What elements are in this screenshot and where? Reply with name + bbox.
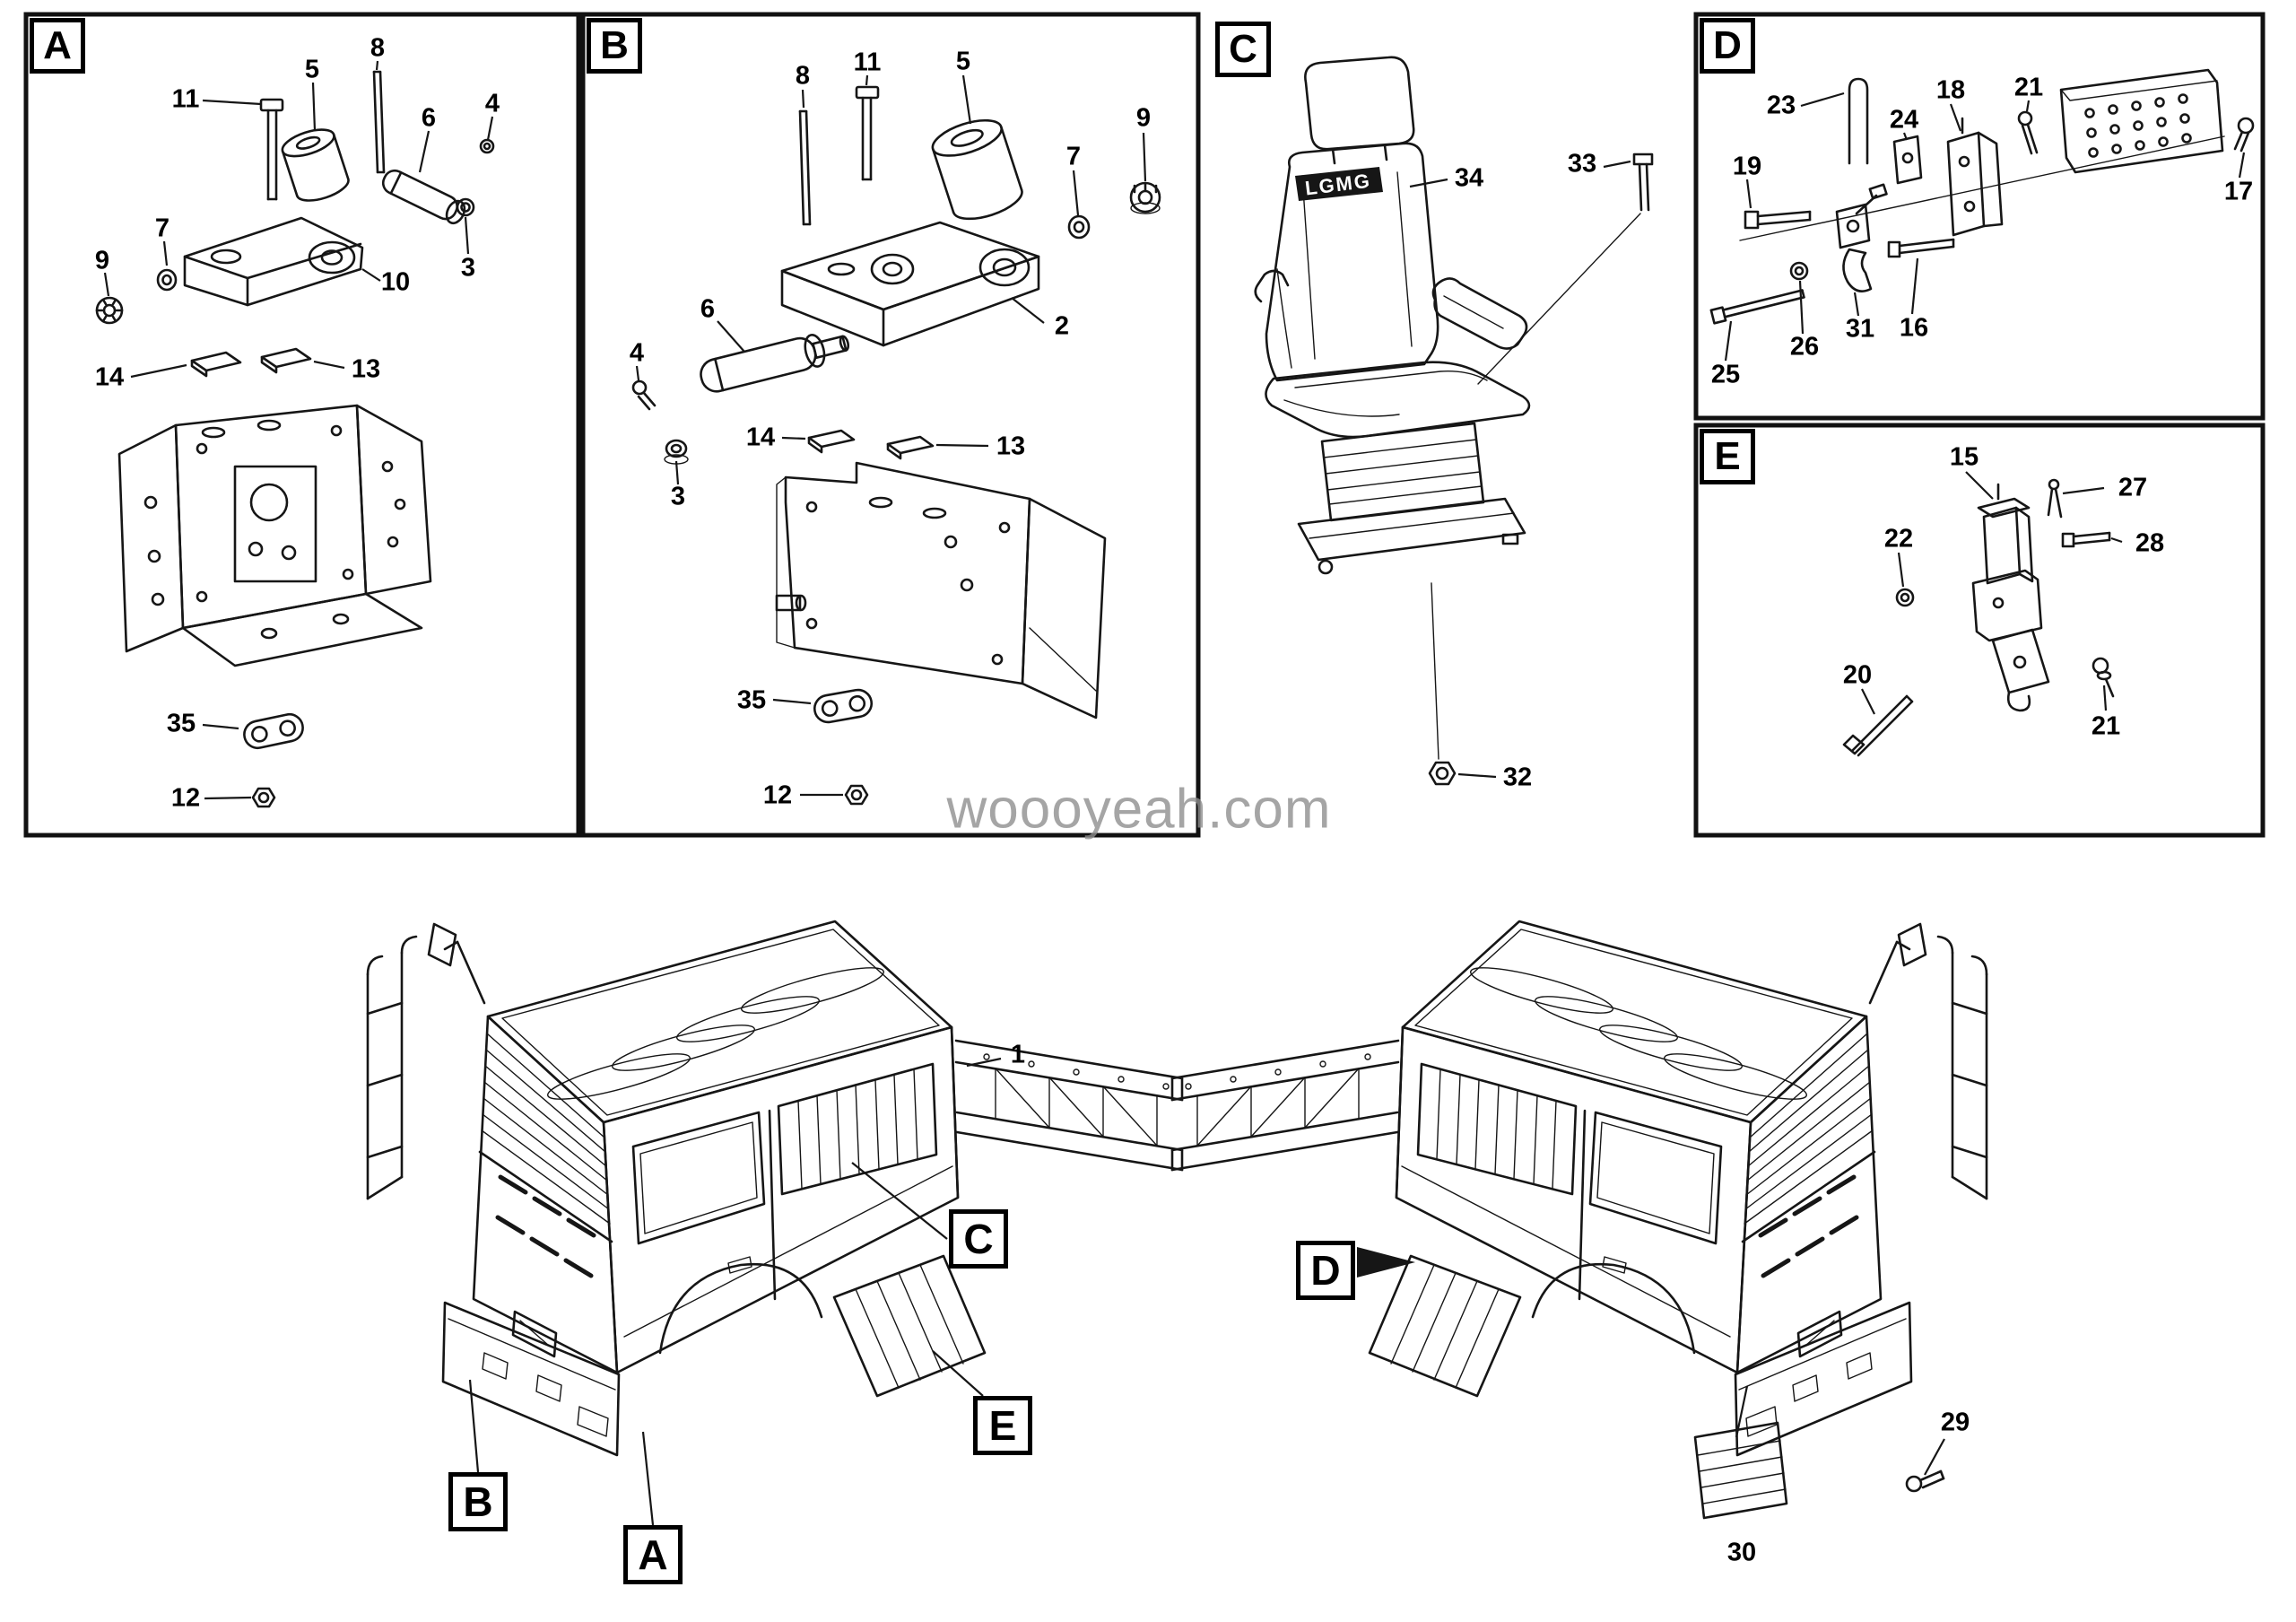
callout-d-17: 17	[2223, 177, 2254, 206]
panel-label-box-a: A	[30, 18, 85, 74]
ref-box-d: D	[1296, 1241, 1355, 1300]
ref-d-arrow	[1357, 1247, 1415, 1278]
leaders-a	[103, 60, 494, 800]
ref-box-a: A	[623, 1525, 683, 1584]
callout-b-3: 3	[670, 482, 686, 511]
panel-label-box-d: D	[1700, 18, 1755, 74]
overview-leaders	[468, 1057, 1945, 1526]
exploded-view-a	[95, 70, 495, 808]
exploded-view-e	[1842, 478, 2115, 757]
leaders-d	[1724, 92, 2246, 362]
callout-d-23: 23	[1766, 91, 1796, 120]
callout-bolt-29: 29	[1940, 1408, 1970, 1437]
callout-a-12: 12	[170, 783, 201, 813]
grille-and-bolt-parts	[1693, 1421, 1945, 1520]
callout-d-19: 19	[1732, 152, 1762, 181]
callout-b-14: 14	[745, 423, 776, 452]
ref-box-c: C	[949, 1209, 1008, 1269]
callout-e-27: 27	[2118, 473, 2148, 502]
seat-brand-text: LGMG	[1304, 170, 1372, 200]
callout-a-35: 35	[166, 709, 196, 738]
callout-a-5: 5	[304, 55, 320, 84]
callout-b-13: 13	[996, 432, 1026, 461]
callout-b-8: 8	[795, 61, 811, 91]
ref-box-b: B	[448, 1472, 508, 1531]
callout-a-10: 10	[380, 267, 411, 297]
callout-c-32: 32	[1502, 763, 1533, 792]
callout-a-7: 7	[154, 214, 170, 243]
callout-cab-1: 1	[1010, 1040, 1026, 1069]
callout-e-20: 20	[1842, 660, 1873, 690]
callout-b-12: 12	[762, 780, 793, 810]
callout-a-13: 13	[351, 354, 381, 384]
callout-b-6: 6	[700, 294, 716, 324]
callout-b-9: 9	[1135, 103, 1152, 133]
leaders-b	[635, 74, 1147, 797]
callout-d-16: 16	[1899, 313, 1929, 343]
callout-e-28: 28	[2135, 528, 2165, 558]
panel-label-box-c: C	[1215, 22, 1271, 77]
exploded-view-d	[1709, 68, 2255, 325]
leaders-e	[1861, 471, 2123, 715]
panel-label-box-b: B	[587, 18, 642, 74]
callout-c-34: 34	[1454, 163, 1484, 193]
callout-b-11: 11	[853, 48, 882, 77]
exploded-view-b	[631, 85, 1161, 806]
callout-d-21: 21	[2013, 73, 2044, 102]
callout-d-25: 25	[1710, 360, 1741, 389]
callout-e-15: 15	[1949, 442, 1979, 472]
callout-a-14: 14	[94, 362, 125, 392]
panel-borders	[23, 12, 2266, 838]
callout-a-3: 3	[460, 253, 476, 283]
callout-b-2: 2	[1054, 311, 1070, 341]
callout-a-11: 11	[171, 84, 200, 114]
callout-a-9: 9	[94, 246, 110, 275]
callout-d-24: 24	[1889, 105, 1919, 135]
callout-a-4: 4	[484, 89, 500, 118]
callout-a-8: 8	[370, 33, 386, 63]
operator-seat-drawing	[1254, 56, 1654, 786]
callout-grille-30: 30	[1726, 1538, 1757, 1567]
panel-label-box-e: E	[1700, 429, 1755, 484]
callout-d-18: 18	[1935, 75, 1966, 105]
callout-b-4: 4	[629, 338, 645, 368]
callout-d-26: 26	[1789, 332, 1820, 362]
callout-b-35: 35	[736, 685, 767, 715]
callout-d-31: 31	[1845, 314, 1875, 344]
callout-b-5: 5	[955, 47, 971, 76]
callout-e-21: 21	[2091, 711, 2121, 741]
callout-e-22: 22	[1883, 524, 1914, 554]
truck-cab-drawing	[366, 920, 1184, 1457]
truck-cab-drawing-mirrored	[1172, 921, 1987, 1455]
callout-b-7: 7	[1065, 142, 1082, 171]
callout-a-6: 6	[421, 103, 437, 133]
callout-c-33: 33	[1567, 149, 1597, 179]
ref-box-e: E	[973, 1396, 1032, 1455]
leaders-c	[1409, 160, 1631, 779]
